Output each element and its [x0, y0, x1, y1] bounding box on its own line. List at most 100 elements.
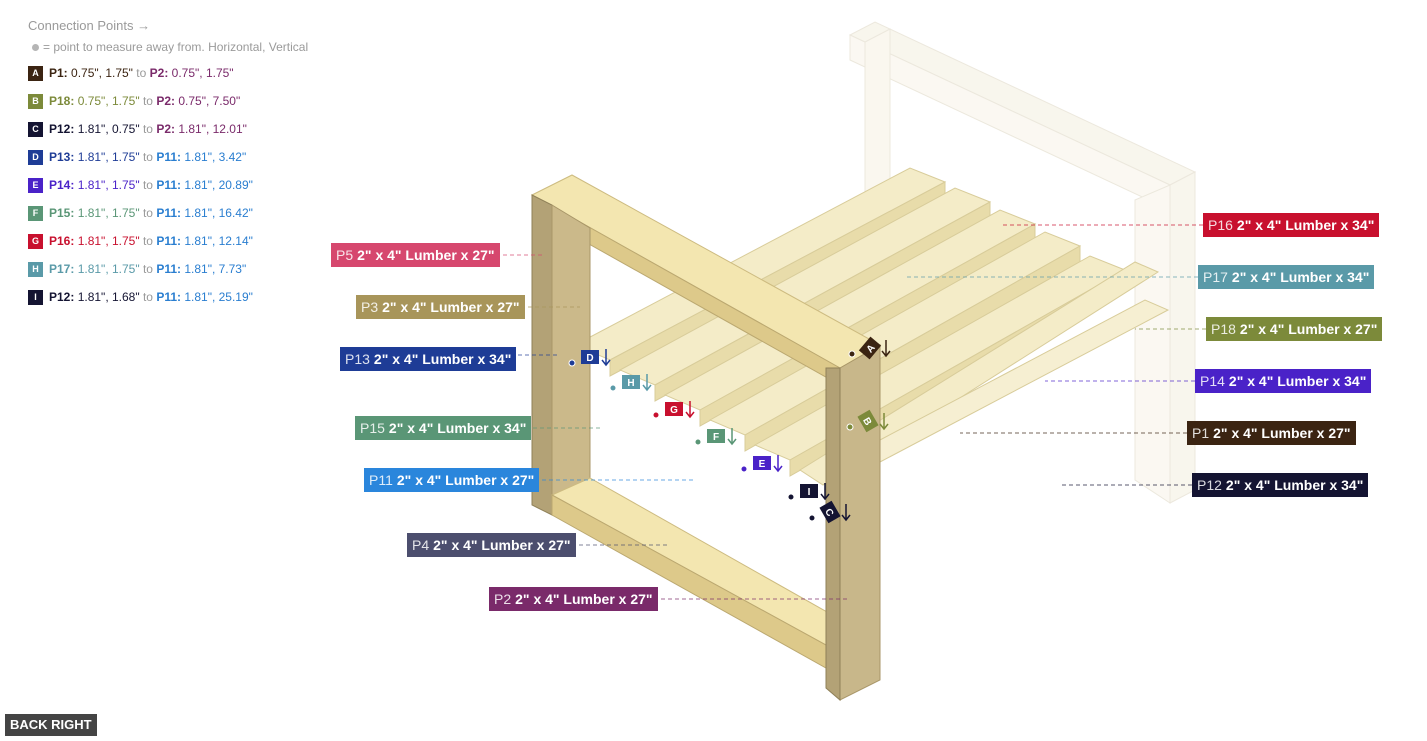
marker-a: A: [858, 336, 882, 360]
to-word: to: [142, 290, 153, 304]
marker-e: E: [753, 456, 771, 470]
from-part: P17:: [49, 262, 75, 276]
to-part: P11:: [156, 262, 181, 276]
to-part: P2:: [149, 66, 169, 80]
part-id: P17: [1203, 269, 1228, 285]
from-part: P12:: [49, 122, 75, 136]
marker-h: H: [622, 375, 640, 389]
front-frame: [530, 174, 882, 702]
back-ghost-frame: [848, 21, 1197, 504]
from-value: 0.75", 1.75": [71, 66, 133, 80]
from-value: 1.81", 1.75": [77, 262, 140, 276]
arrow-icon: [727, 428, 737, 446]
connection-point-dot: [609, 384, 617, 392]
to-value: 0.75", 1.75": [171, 66, 234, 80]
from-value: 1.81", 1.75": [77, 234, 140, 248]
connection-point-dot: [568, 359, 576, 367]
from-value: 1.81", 0.75": [77, 122, 140, 136]
from-part: P15:: [49, 206, 75, 220]
to-part: P11:: [156, 290, 181, 304]
from-part: P1:: [49, 66, 68, 80]
part-id: P13: [345, 351, 370, 367]
to-part: P2:: [156, 122, 175, 136]
arrow-icon: [642, 374, 652, 392]
to-word: to: [136, 66, 147, 80]
to-word: to: [142, 234, 153, 248]
part-desc: 2" x 4" Lumber x 27": [396, 472, 535, 488]
to-word: to: [142, 262, 153, 276]
part-id: P15: [360, 420, 385, 436]
marker-g: G: [665, 402, 683, 416]
to-part: P2:: [156, 94, 175, 108]
to-part: P11:: [156, 234, 181, 248]
to-value: 1.81", 25.19": [184, 290, 253, 304]
marker-d: D: [581, 350, 599, 364]
connection-badge: C: [28, 122, 43, 138]
to-word: to: [142, 178, 153, 192]
from-part: P13:: [49, 150, 75, 164]
part-desc: 2" x 4" Lumber x 27": [357, 247, 495, 263]
to-value: 1.81", 16.42": [184, 206, 253, 220]
arrow-icon: [601, 349, 611, 367]
marker-label: I: [808, 487, 811, 498]
legend-note: = point to measure away from. Horizontal…: [28, 39, 348, 55]
part-id: P1: [1192, 425, 1210, 441]
connection-point-dot: [740, 465, 748, 473]
connection-point-dot: [694, 438, 702, 446]
marker-i: I: [800, 484, 818, 498]
to-value: 1.81", 20.89": [184, 178, 253, 192]
part-id: P5: [336, 247, 354, 263]
to-word: to: [142, 122, 153, 136]
arrow-icon: [820, 483, 830, 501]
part-desc: 2" x 4" Lumber x 34": [1231, 269, 1370, 285]
to-part: P11:: [156, 178, 181, 192]
part-id: P4: [412, 537, 430, 553]
connection-badge: F: [28, 206, 43, 222]
part-desc: 2" x 4" Lumber x 27": [1213, 425, 1351, 441]
part-desc: 2" x 4" Lumber x 34": [1228, 373, 1367, 389]
part-id: P18: [1211, 321, 1236, 337]
connection-badge: E: [28, 178, 43, 194]
to-value: 0.75", 7.50": [178, 94, 241, 108]
part-id: P12: [1197, 477, 1222, 493]
leader-lines: [503, 224, 1206, 600]
connection-legend: Connection Points → = point to measure a…: [28, 17, 348, 306]
to-value: 1.81", 7.73": [184, 262, 247, 276]
legend-title: Connection Points →: [28, 18, 151, 33]
part-desc: 2" x 4" Lumber x 27": [433, 537, 571, 553]
from-value: 0.75", 1.75": [77, 94, 140, 108]
view-label[interactable]: BACK RIGHT: [5, 714, 97, 736]
from-value: 1.81", 1.75": [77, 150, 140, 164]
connection-point-dot: [846, 423, 854, 431]
connection-point-dot: [848, 350, 856, 358]
arrow-icon: [881, 340, 891, 358]
part-desc: 2" x 4" Lumber x 27": [515, 591, 653, 607]
from-part: P16:: [49, 234, 75, 248]
to-part: P11:: [156, 206, 181, 220]
arrow-icon: [879, 413, 889, 431]
marker-label: C: [822, 507, 835, 519]
arrow-icon: [685, 401, 695, 419]
connection-badge: B: [28, 94, 43, 110]
to-value: 1.81", 12.14": [184, 234, 253, 248]
